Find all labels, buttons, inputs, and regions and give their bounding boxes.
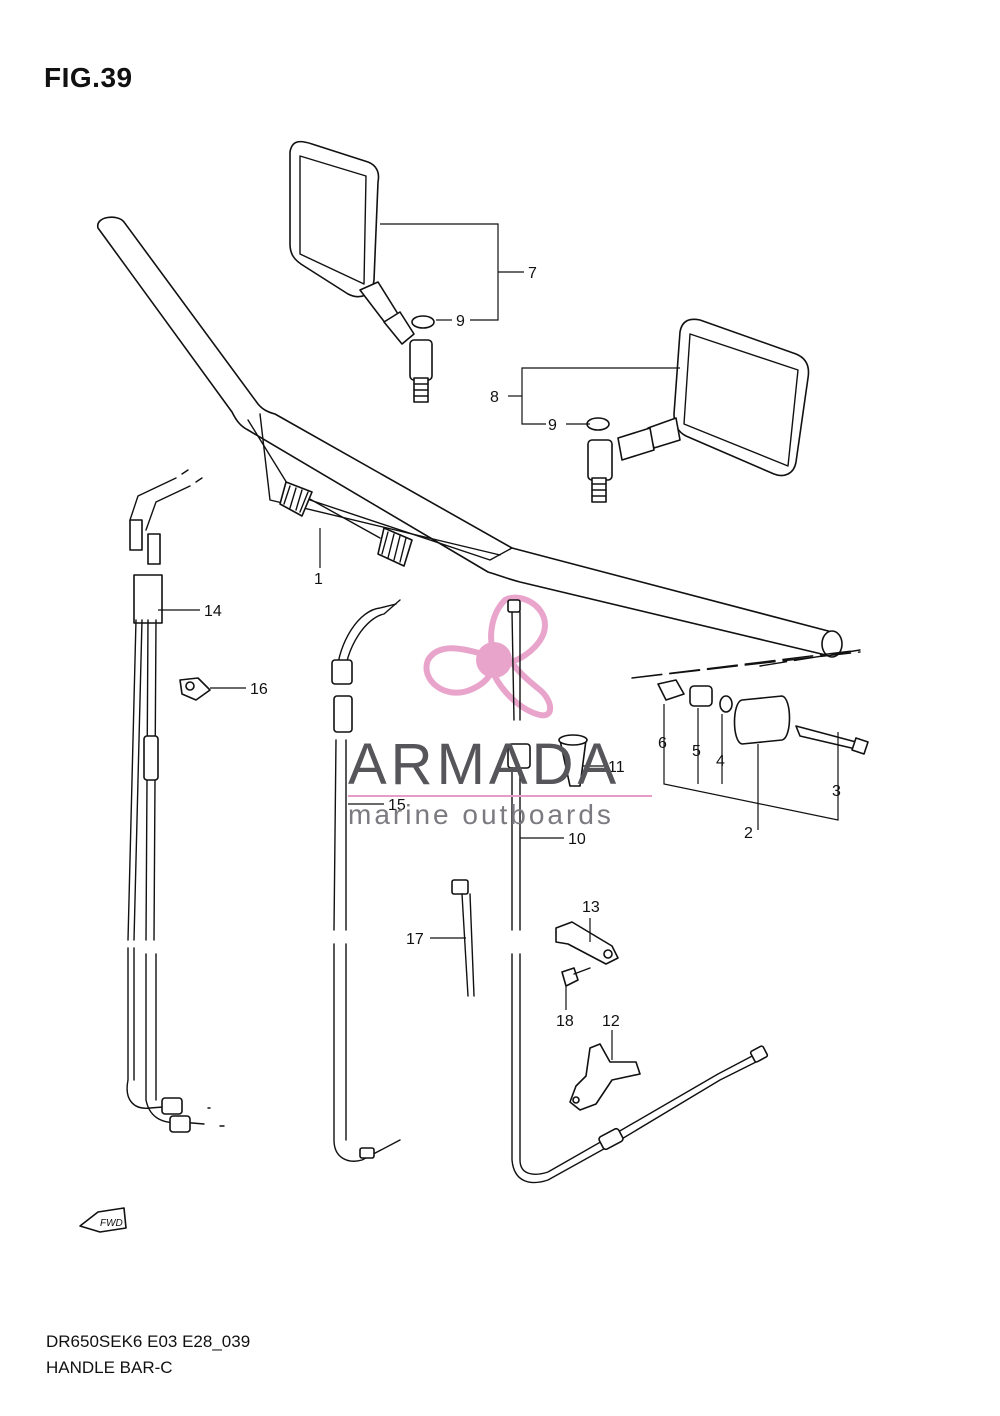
callout-8: 8	[490, 389, 499, 406]
watermark-tagline: marine outboards	[348, 799, 614, 830]
knurl-left	[279, 481, 313, 517]
watermark-logo	[423, 594, 554, 719]
callout-14: 14	[204, 603, 222, 620]
mirror-left	[289, 140, 435, 403]
callout-4: 4	[716, 753, 725, 770]
callout-5: 5	[692, 743, 701, 760]
watermark-brand: ARMADA	[348, 732, 620, 797]
callout-2: 2	[744, 825, 753, 842]
callout-18: 18	[556, 1013, 574, 1030]
bracket-12	[569, 1043, 641, 1111]
callouts: 7 9 8 9 1 14 16 15 10 11 6 5 4 3	[158, 223, 841, 1060]
cable-10	[507, 599, 769, 1184]
clamp-16	[179, 677, 211, 701]
fwd-badge: FWD	[79, 1207, 127, 1233]
model-code: DR650SEK6 E03 E28_039	[46, 1332, 251, 1351]
callout-11: 11	[608, 759, 625, 776]
throttle-cables	[126, 469, 225, 1133]
callout-9-top: 9	[456, 313, 465, 330]
bar-end-assembly	[657, 679, 869, 755]
figure-title: FIG.39	[44, 62, 133, 93]
callout-1: 1	[314, 571, 323, 588]
callout-15: 15	[388, 797, 406, 814]
callout-16: 16	[250, 681, 268, 698]
figure-name: HANDLE BAR-C	[46, 1358, 173, 1377]
callout-13: 13	[582, 899, 600, 916]
callout-17: 17	[406, 931, 424, 948]
mirror-right	[586, 318, 810, 503]
grommet-11	[558, 734, 588, 787]
fwd-label: FWD	[100, 1218, 123, 1229]
callout-6: 6	[658, 735, 667, 752]
watermark-text: ARMADA marine outboards	[348, 732, 652, 830]
cable-15	[331, 599, 401, 1162]
callout-10: 10	[568, 831, 586, 848]
callout-9-bottom: 9	[548, 417, 557, 434]
callout-12: 12	[602, 1013, 620, 1030]
bracket-13	[555, 921, 619, 965]
band-17	[451, 879, 475, 997]
callout-3: 3	[832, 783, 841, 800]
bolt-18	[561, 967, 591, 987]
knurl-right	[377, 527, 413, 567]
handlebar	[97, 216, 861, 679]
callout-7: 7	[528, 265, 537, 282]
